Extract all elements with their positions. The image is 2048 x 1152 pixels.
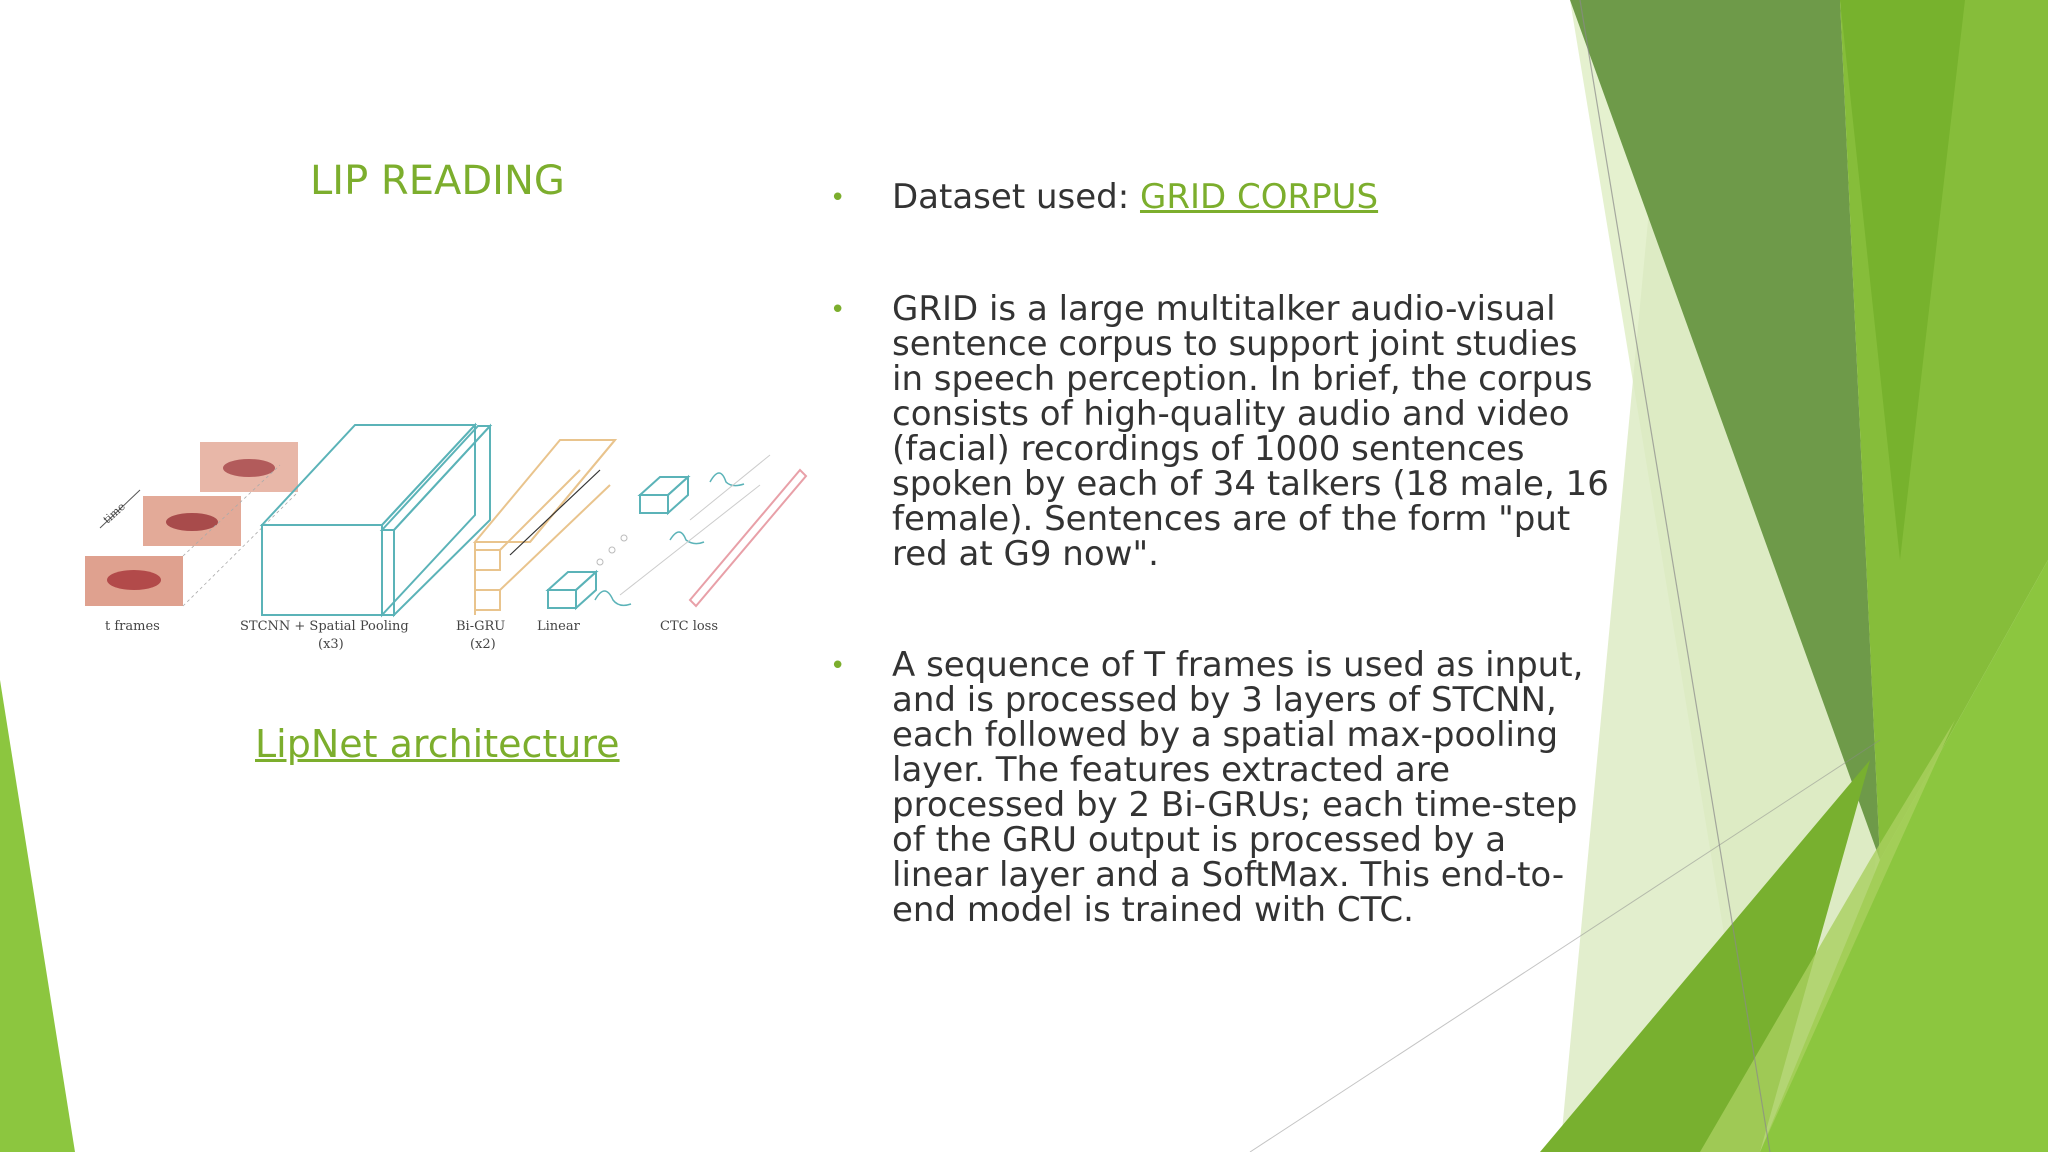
ctc-guide-2: [689, 454, 771, 521]
label-bigru: Bi-GRU: [456, 619, 505, 634]
facet-line-2: [1249, 739, 1881, 1152]
label-stcnn: STCNN + Spatial Pooling: [240, 619, 409, 634]
ctc-guide-1: [619, 484, 761, 596]
bigru-block: [472, 439, 618, 615]
lipnet-architecture-link[interactable]: LipNet architecture: [255, 722, 620, 766]
frame-guide-2: [182, 491, 299, 607]
facet-dark: [1570, 0, 1880, 860]
label-stcnn-mult: (x3): [318, 637, 344, 652]
lipnet-architecture-diagram: time t frames: [85, 422, 808, 652]
dataset-prefix: Dataset used:: [892, 177, 1140, 217]
facet-line-1: [1579, 0, 1771, 1152]
bullet-marker: •: [830, 651, 846, 681]
ellipsis-dot-1: [596, 558, 604, 566]
label-ctc-loss: CTC loss: [660, 619, 718, 634]
bullet-model-text: A sequence of T frames is used as input,…: [892, 645, 1584, 930]
mouth-frame-1: [85, 556, 183, 606]
facet-mid-2: [1840, 0, 1965, 560]
bullet-marker: •: [830, 183, 846, 213]
slide-title: LIP READING: [310, 158, 565, 204]
ellipsis-dot-3: [620, 534, 628, 542]
facet-left: [0, 680, 75, 1152]
bullet-dataset-text: Dataset used: GRID CORPUS: [892, 180, 1612, 215]
time-arrow: [99, 489, 141, 529]
ellipsis-dot-2: [608, 546, 616, 554]
frame-guide-1: [182, 464, 281, 557]
softmax-curve-3: [709, 472, 745, 487]
bullet-grid-text: GRID is a large multitalker audio-visual…: [892, 289, 1609, 574]
mouth-frame-2: [143, 496, 241, 546]
label-bigru-mult: (x2): [470, 637, 496, 652]
bullet-marker: •: [830, 295, 846, 325]
ctc-loss-plane: [688, 468, 808, 608]
mouth-frame-3: [200, 442, 298, 492]
label-t-frames: t frames: [105, 619, 160, 634]
facet-highlight: [1700, 720, 1955, 1152]
grid-corpus-link[interactable]: GRID CORPUS: [1139, 177, 1379, 217]
label-linear: Linear: [537, 619, 581, 634]
softmax-curve-1: [594, 590, 632, 607]
stcnn-block: [259, 422, 493, 618]
time-label: time: [101, 500, 128, 526]
linear-block: [545, 474, 691, 611]
softmax-curve-2: [669, 531, 705, 545]
facet-mid-3: [1760, 560, 2048, 1152]
